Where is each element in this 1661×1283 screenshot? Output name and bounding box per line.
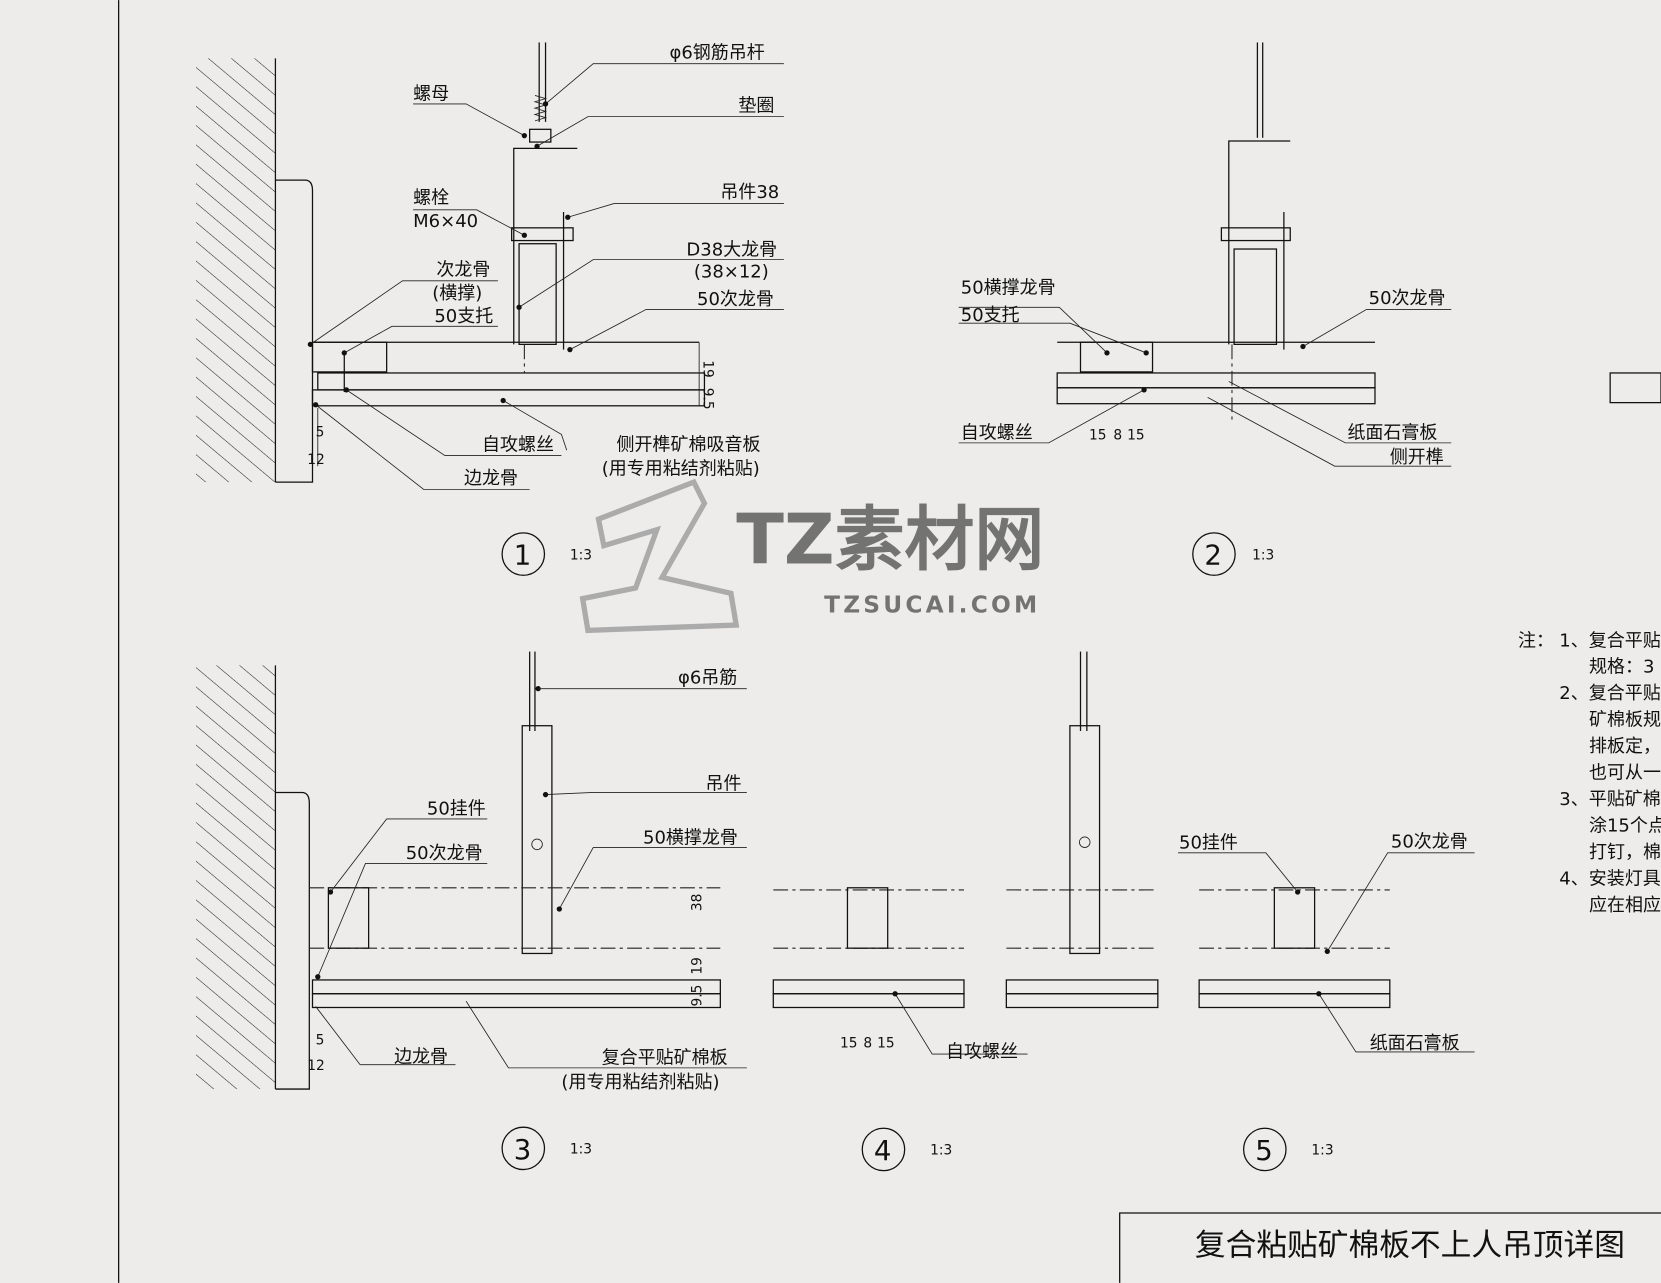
label-screw-4: 自攻螺丝 xyxy=(946,1041,1018,1062)
detail-number-2: 2 xyxy=(1204,540,1222,572)
label-hanger: 吊件38 xyxy=(720,182,779,203)
detail-scale-5: 1:3 xyxy=(1311,1143,1333,1159)
title-block: 复合粘贴矿棉板不上人吊顶详图 xyxy=(1119,1212,1661,1283)
label-support-2: 50支托 xyxy=(961,305,1020,326)
watermark-url: TZSUCAI.COM xyxy=(824,591,1040,618)
note-line: 也可从一 xyxy=(1589,763,1661,784)
note-line: 应在相应 xyxy=(1589,895,1661,916)
note-line: 2、复合平贴 xyxy=(1559,683,1660,704)
label-board-note-3: (用专用粘结剂粘贴) xyxy=(561,1072,719,1093)
label-cross-runner: 次龙骨 xyxy=(436,260,490,281)
dim-15d: 15 xyxy=(877,1036,895,1052)
note-line: 规格：3 xyxy=(1589,657,1654,678)
detail-2: 50横撑龙骨 50支托 50次龙骨 自攻螺丝 纸面石膏板 侧开榫 15 8 15… xyxy=(958,42,1661,576)
label-support: 50支托 xyxy=(434,306,493,327)
label-clip-3: 50挂件 xyxy=(427,799,486,820)
label-washer: 垫圈 xyxy=(738,95,774,116)
label-gypsum-5: 纸面石膏板 xyxy=(1370,1032,1460,1054)
detail-number-1: 1 xyxy=(514,540,532,572)
label-screw-2: 自攻螺丝 xyxy=(961,423,1033,444)
cross-tee xyxy=(311,341,388,373)
detail-marker-4 xyxy=(861,1127,906,1172)
detail-number-3: 3 xyxy=(514,1134,532,1166)
label-secondary-runner: 50次龙骨 xyxy=(697,289,774,310)
label-cross-runner-note: (横撑) xyxy=(432,283,482,304)
note-line: 1、复合平贴 xyxy=(1559,630,1660,651)
gypsum-board-2 xyxy=(1056,372,1376,389)
dim-5-3: 5 xyxy=(316,1033,325,1049)
detail-marker-5 xyxy=(1242,1127,1287,1172)
hanger-38 xyxy=(513,147,578,345)
dim-12: 12 xyxy=(307,452,325,468)
label-edge-runner: 边龙骨 xyxy=(464,468,518,489)
label-gypsum-2: 纸面石膏板 xyxy=(1347,422,1437,444)
note-line: 涂15个点 xyxy=(1589,816,1661,837)
dim-38: 38 xyxy=(689,894,705,912)
dim-15a: 15 xyxy=(1089,428,1107,444)
detail-number-4: 4 xyxy=(874,1135,892,1167)
label-bolt-size: M6×40 xyxy=(413,211,478,232)
label-cross-3: 50横撑龙骨 xyxy=(643,827,738,848)
mineral-board-2 xyxy=(1056,387,1376,405)
gypsum-board xyxy=(317,372,706,391)
dim-12-3: 12 xyxy=(307,1058,325,1074)
label-cross-runner-2: 50横撑龙骨 xyxy=(961,278,1056,299)
watermark-brand: TZ素材网 xyxy=(736,500,1044,581)
label-main-runner-size: (38×12) xyxy=(694,262,769,283)
label-board: 侧开榫矿棉吸音板 xyxy=(617,434,761,455)
dim-15b: 15 xyxy=(1127,428,1145,444)
detail-number-5: 5 xyxy=(1255,1135,1273,1167)
label-tongue-2: 侧开榫 xyxy=(1390,447,1444,468)
label-clip-5: 50挂件 xyxy=(1179,833,1238,854)
note-line: 打钉，棉 xyxy=(1589,842,1661,863)
note-line: 3、平贴矿棉 xyxy=(1559,789,1660,810)
dim-8b: 8 xyxy=(863,1036,872,1052)
label-main-runner: D38大龙骨 xyxy=(686,239,777,260)
label-secondary-runner-2: 50次龙骨 xyxy=(1369,288,1446,309)
dim-5: 5 xyxy=(316,425,325,441)
detail-3: φ6吊筋 吊件 50挂件 50次龙骨 50横撑龙骨 边龙骨 复合平贴矿棉板 (用… xyxy=(195,651,747,1171)
note-line: 排板定， xyxy=(1589,736,1661,757)
label-edge-3: 边龙骨 xyxy=(394,1047,448,1068)
dim-15c: 15 xyxy=(840,1036,858,1052)
notes: 注： 1、复合平贴 规格：3 2、复合平贴 矿棉板规 排板定， 也可从一 3、平… xyxy=(1518,630,1661,916)
note-line: 矿棉板规 xyxy=(1589,710,1661,731)
note-line: 4、安装灯具 xyxy=(1559,869,1660,890)
hanger-3 xyxy=(521,725,553,955)
d38-main-runner xyxy=(518,243,557,345)
mineral-wool-board xyxy=(311,389,706,407)
dim-19-3: 19 xyxy=(689,957,705,975)
dim-8: 8 xyxy=(1113,428,1122,444)
notes-prefix: 注： xyxy=(1518,630,1554,651)
label-secondary-5: 50次龙骨 xyxy=(1391,832,1468,853)
label-rod: φ6钢筋吊杆 xyxy=(669,42,764,63)
detail-scale-4: 1:3 xyxy=(930,1143,952,1159)
dim-9-5-3: 9.5 xyxy=(689,985,705,1007)
detail-marker-3 xyxy=(501,1126,546,1171)
dim-9-5: 9.5 xyxy=(699,388,715,410)
drawing-title: 复合粘贴矿棉板不上人吊顶详图 xyxy=(1195,1227,1625,1263)
label-board-note: (用专用粘结剂粘贴) xyxy=(602,459,760,480)
detail-scale-3: 1:3 xyxy=(570,1142,592,1158)
detail-scale-2: 1:3 xyxy=(1252,547,1274,563)
detail-5: 50挂件 50次龙骨 纸面石膏板 5 1:3 xyxy=(1177,832,1475,1172)
detail-marker-2 xyxy=(1192,532,1236,576)
detail-1: φ6钢筋吊杆 螺母 垫圈 螺栓 M6×40 吊件38 D38大龙骨 (38×12… xyxy=(195,42,784,576)
label-secondary-3: 50次龙骨 xyxy=(406,843,483,864)
detail-marker-1 xyxy=(501,532,546,576)
detail-scale-1: 1:3 xyxy=(570,547,592,563)
concrete-wall xyxy=(195,58,276,483)
detail-4: 自攻螺丝 15 8 15 4 1:3 xyxy=(772,651,1159,1172)
plaster-layer xyxy=(275,179,314,483)
label-bolt: 螺栓 xyxy=(413,187,449,208)
label-board-3: 复合平贴矿棉板 xyxy=(602,1048,728,1069)
label-rod-3: φ6吊筋 xyxy=(678,667,737,688)
label-hanger-3: 吊件 xyxy=(706,773,742,794)
label-screw: 自攻螺丝 xyxy=(482,434,554,455)
label-nut: 螺母 xyxy=(413,84,449,105)
dim-19: 19 xyxy=(699,360,715,378)
watermark: TZ素材网 TZSUCAI.COM xyxy=(579,478,1044,634)
